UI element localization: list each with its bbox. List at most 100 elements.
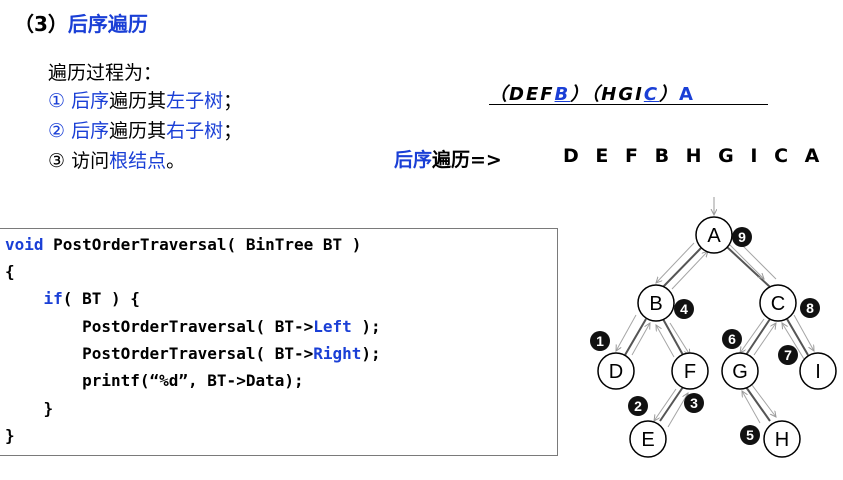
code-text <box>5 289 44 308</box>
tree-node-label: G <box>732 361 748 383</box>
result-label-keyword: 后序 <box>394 149 433 171</box>
code-text: PostOrderTraversal( BinTree BT ) <box>43 235 362 254</box>
order-badge <box>778 345 798 365</box>
code-keyword: void <box>5 235 44 254</box>
order-badge-label: 6 <box>728 331 736 347</box>
step-number: ① <box>48 90 66 112</box>
steps-heading: 遍历过程为： <box>48 62 163 84</box>
tree-edges <box>624 246 809 422</box>
order-badge <box>674 299 694 319</box>
edge-c-i <box>786 318 809 356</box>
code-keyword: if <box>43 289 63 308</box>
code-text: PostOrderTraversal( BT-> <box>5 317 314 336</box>
order-badge <box>590 331 610 351</box>
tree-root: A <box>679 84 695 105</box>
tree-node-e <box>629 420 667 458</box>
section-title-text: 后序遍历 <box>67 12 148 36</box>
step-2: ② 后序遍历其右子树； <box>48 116 242 143</box>
tree-node-label: B <box>649 293 662 315</box>
code-line: PostOrderTraversal( BT->Right); <box>5 344 381 363</box>
right-group: HGI <box>601 84 644 105</box>
code-text: { <box>5 262 15 281</box>
order-badges: 1 2 3 4 5 6 7 8 9 <box>590 227 820 445</box>
step-3: ③ 访问根结点。 <box>48 146 185 173</box>
step-keyword: 后序 <box>71 120 110 142</box>
order-badge <box>800 298 820 318</box>
right-root: C <box>643 84 660 105</box>
left-group: DEF <box>509 84 555 105</box>
order-badge <box>628 396 648 416</box>
code-line: } <box>5 426 15 445</box>
edge-b-d <box>624 318 647 356</box>
step-1: ① 后序遍历其左子树； <box>48 86 242 113</box>
step-target: 根结点 <box>109 150 167 172</box>
tree-node-label: A <box>707 225 721 247</box>
order-badge-label: 5 <box>746 427 754 443</box>
code-text: printf(“%d”, BT->Data); <box>5 371 304 390</box>
edge-c-g <box>745 318 771 356</box>
step-punct: ； <box>223 90 243 112</box>
order-badge <box>740 425 760 445</box>
code-keyword: Left <box>313 317 352 336</box>
order-badge-label: 1 <box>596 333 604 349</box>
order-badge-label: 8 <box>806 300 814 316</box>
code-line: } <box>5 399 54 418</box>
tree-node-i <box>799 352 837 390</box>
edge-g-h <box>745 386 771 422</box>
code-keyword: Right <box>313 344 362 363</box>
code-line: PostOrderTraversal( BT->Left ); <box>5 317 381 336</box>
tree-node-label: E <box>641 429 654 451</box>
step-punct: ； <box>223 120 243 142</box>
order-badge <box>722 329 742 349</box>
tree-node-b <box>637 284 675 322</box>
tree-node-g <box>721 352 759 390</box>
tree-node-label: I <box>815 361 821 383</box>
edge-b-f <box>662 318 684 356</box>
step-punct: 。 <box>166 150 186 172</box>
order-badge <box>732 227 752 247</box>
order-badge <box>684 393 704 413</box>
code-line: void PostOrderTraversal( BinTree BT ) <box>5 235 361 254</box>
tree-node-label: F <box>684 361 696 383</box>
paren-open: （ <box>590 84 602 105</box>
edge-a-c <box>726 246 771 288</box>
code-line: if( BT ) { <box>5 289 140 308</box>
result-label: 后序遍历=> <box>394 145 502 172</box>
code-text: ); <box>351 317 381 336</box>
order-badge-label: 9 <box>738 229 746 245</box>
paren-open: （ <box>489 84 509 105</box>
tree-node-d <box>597 352 635 390</box>
tree-node-label: C <box>771 293 785 315</box>
step-target: 左子树 <box>166 90 224 112</box>
section-number: （3） <box>14 12 68 36</box>
edge-f-e <box>659 386 684 422</box>
edge-a-b <box>662 246 703 288</box>
order-badge-label: 7 <box>784 347 792 363</box>
step-target: 右子树 <box>166 120 224 142</box>
paren-close: ） <box>570 84 591 105</box>
code-text: ); <box>361 344 381 363</box>
subtree-sequence: （DEFB）（HGIC）A <box>489 80 769 106</box>
result-sequence: D E F B H G I C A <box>563 145 825 167</box>
order-badge-label: 3 <box>690 395 698 411</box>
code-block: void PostOrderTraversal( BinTree BT ) { … <box>0 228 558 456</box>
step-text: 遍历其 <box>109 90 167 112</box>
section-title: （3）后序遍历 <box>14 8 148 37</box>
step-text: 访问 <box>71 150 110 172</box>
tree-node-f <box>671 352 709 390</box>
step-keyword: 后序 <box>71 90 110 112</box>
tree-node-label: H <box>775 429 789 451</box>
left-root: B <box>554 84 571 105</box>
order-badge-label: 4 <box>680 301 688 317</box>
sequence-underline <box>489 104 768 105</box>
paren-close: ） <box>659 84 680 105</box>
step-number: ③ <box>48 150 66 172</box>
order-badge-label: 2 <box>634 398 642 414</box>
result-label-text: 遍历=> <box>432 149 502 171</box>
tree-node-h <box>763 420 801 458</box>
tree-node-c <box>759 284 797 322</box>
code-line: printf(“%d”, BT->Data); <box>5 371 304 390</box>
step-number: ② <box>48 120 66 142</box>
